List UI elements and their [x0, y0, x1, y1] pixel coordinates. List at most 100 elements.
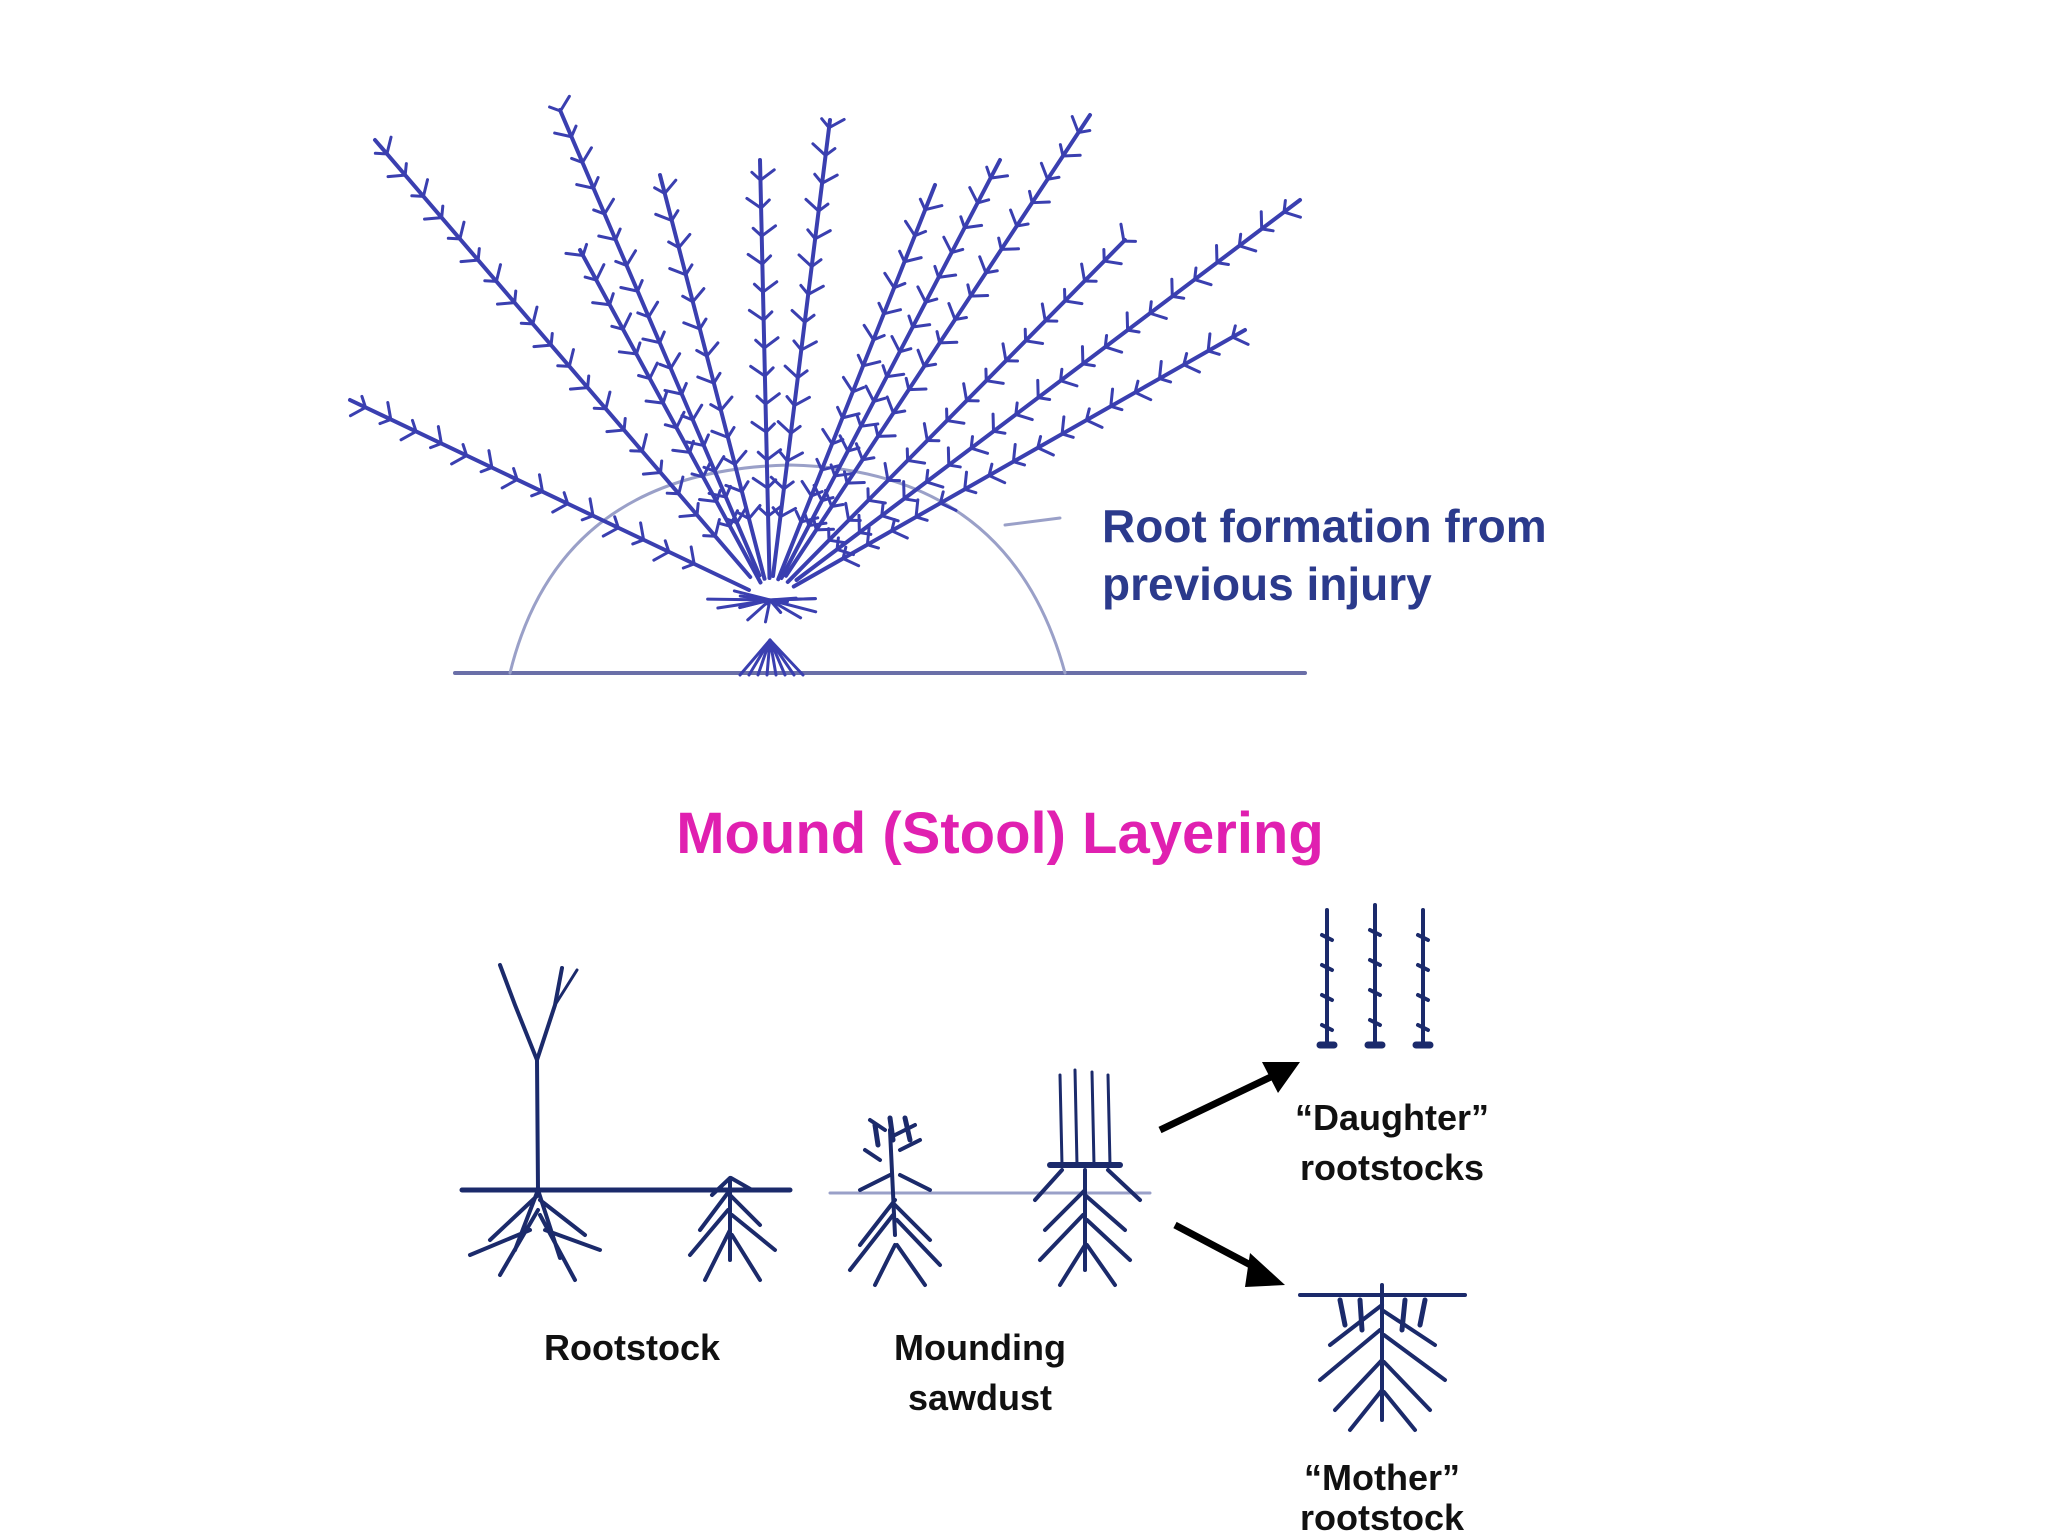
bush-stroke — [684, 263, 694, 277]
bush-stroke — [622, 417, 627, 432]
bush-stroke — [746, 598, 772, 622]
bush-stroke — [785, 451, 804, 463]
bush-stroke — [947, 463, 962, 469]
bush-stroke — [378, 417, 393, 426]
bush-stroke — [969, 435, 974, 450]
bush-stroke — [512, 467, 519, 482]
bush-stroke — [1058, 143, 1065, 158]
bush-stroke — [715, 489, 722, 504]
bush-stroke — [855, 413, 863, 428]
bush-stroke — [1237, 244, 1258, 253]
bush-stroke — [737, 511, 751, 521]
bush-stroke — [695, 501, 700, 517]
bush-stroke — [634, 341, 642, 356]
bush-stroke — [1009, 208, 1019, 228]
bush-stroke — [636, 279, 644, 293]
bush-stroke — [667, 240, 681, 250]
bush-stroke — [985, 165, 993, 180]
bush-stroke — [824, 147, 837, 157]
bush-stroke — [836, 405, 844, 420]
bush-stroke — [592, 208, 607, 216]
bush-stroke — [608, 292, 615, 307]
bush-stroke — [881, 364, 889, 379]
bush-stroke — [1182, 363, 1201, 374]
bush-stroke — [923, 204, 944, 212]
bush-stroke — [911, 323, 932, 329]
bush-stroke — [1126, 328, 1141, 334]
bush-stroke — [440, 204, 445, 220]
bush-stroke — [851, 386, 866, 394]
bush-stroke — [1119, 222, 1126, 243]
bush-stroke — [873, 423, 880, 438]
bush-stroke — [854, 442, 865, 462]
bush-stroke — [1030, 200, 1051, 205]
bush-stroke — [668, 267, 688, 277]
bush-stroke — [762, 336, 780, 350]
bush-stroke — [446, 236, 462, 241]
bush-stroke — [898, 249, 906, 264]
bush-stroke — [494, 263, 502, 283]
bush-stroke — [906, 458, 927, 465]
bush-stroke — [487, 449, 494, 470]
bush-stroke — [597, 234, 618, 242]
bush-stroke — [876, 434, 897, 438]
bush-stroke — [695, 348, 709, 358]
bush-stroke — [1063, 299, 1084, 306]
bush-stroke — [806, 284, 825, 296]
mounded-shoots — [848, 1115, 942, 1287]
bush-stroke — [937, 273, 958, 279]
bush-stems — [348, 94, 1302, 592]
bush-stroke — [569, 124, 578, 139]
bush-stroke — [760, 224, 777, 238]
bush-stroke — [385, 135, 393, 156]
bush-stroke — [799, 283, 810, 296]
bush-stroke — [1133, 390, 1153, 402]
bush-stroke — [984, 269, 999, 275]
bush-stroke — [916, 285, 928, 304]
bush-stroke — [671, 448, 692, 454]
bush-stroke — [644, 399, 665, 405]
bush-stroke — [568, 386, 590, 391]
bush-stroke — [1028, 189, 1034, 205]
bush-stroke — [1060, 415, 1066, 436]
bush-stroke — [663, 178, 678, 195]
bush-stroke — [580, 514, 595, 522]
bush-stroke — [1148, 300, 1153, 315]
bush-stroke — [603, 197, 615, 216]
bush-stroke — [768, 598, 818, 614]
bush-stroke — [717, 521, 732, 528]
arrow-to-mother — [1173, 1221, 1262, 1274]
bush-stroke — [761, 280, 779, 294]
bush-stroke — [532, 343, 553, 349]
bush-stroke — [862, 323, 875, 342]
bush-stroke — [1157, 377, 1173, 384]
bush-stroke — [885, 372, 906, 379]
bush-stroke — [833, 472, 854, 478]
daughter-label-line-2: rootstocks — [1300, 1147, 1484, 1188]
bush-illustration — [348, 94, 1307, 677]
bush-stroke — [702, 465, 717, 473]
bush-stroke — [789, 424, 802, 435]
bush-stroke — [883, 461, 890, 482]
bush-stroke — [841, 375, 855, 394]
bush-stroke — [641, 471, 663, 476]
bush-stroke — [654, 212, 674, 223]
bush-stroke — [890, 518, 897, 533]
bush-stroke — [373, 151, 389, 156]
bush-stroke — [751, 476, 769, 490]
bush-stroke — [902, 497, 918, 503]
bush-stroke — [892, 281, 907, 290]
base-roots — [706, 589, 818, 677]
bush-stroke — [548, 105, 562, 113]
bush-stroke — [947, 301, 957, 322]
bush-stroke — [778, 450, 789, 463]
bush-stroke — [663, 423, 678, 430]
bush-stroke — [821, 427, 834, 446]
annotation-line-2: previous injury — [1102, 558, 1432, 610]
bush-stroke — [866, 498, 887, 505]
bush-stroke — [1001, 342, 1008, 363]
bush-stroke — [610, 324, 625, 331]
bush-stroke — [688, 439, 695, 454]
bush-stroke — [1133, 379, 1140, 394]
